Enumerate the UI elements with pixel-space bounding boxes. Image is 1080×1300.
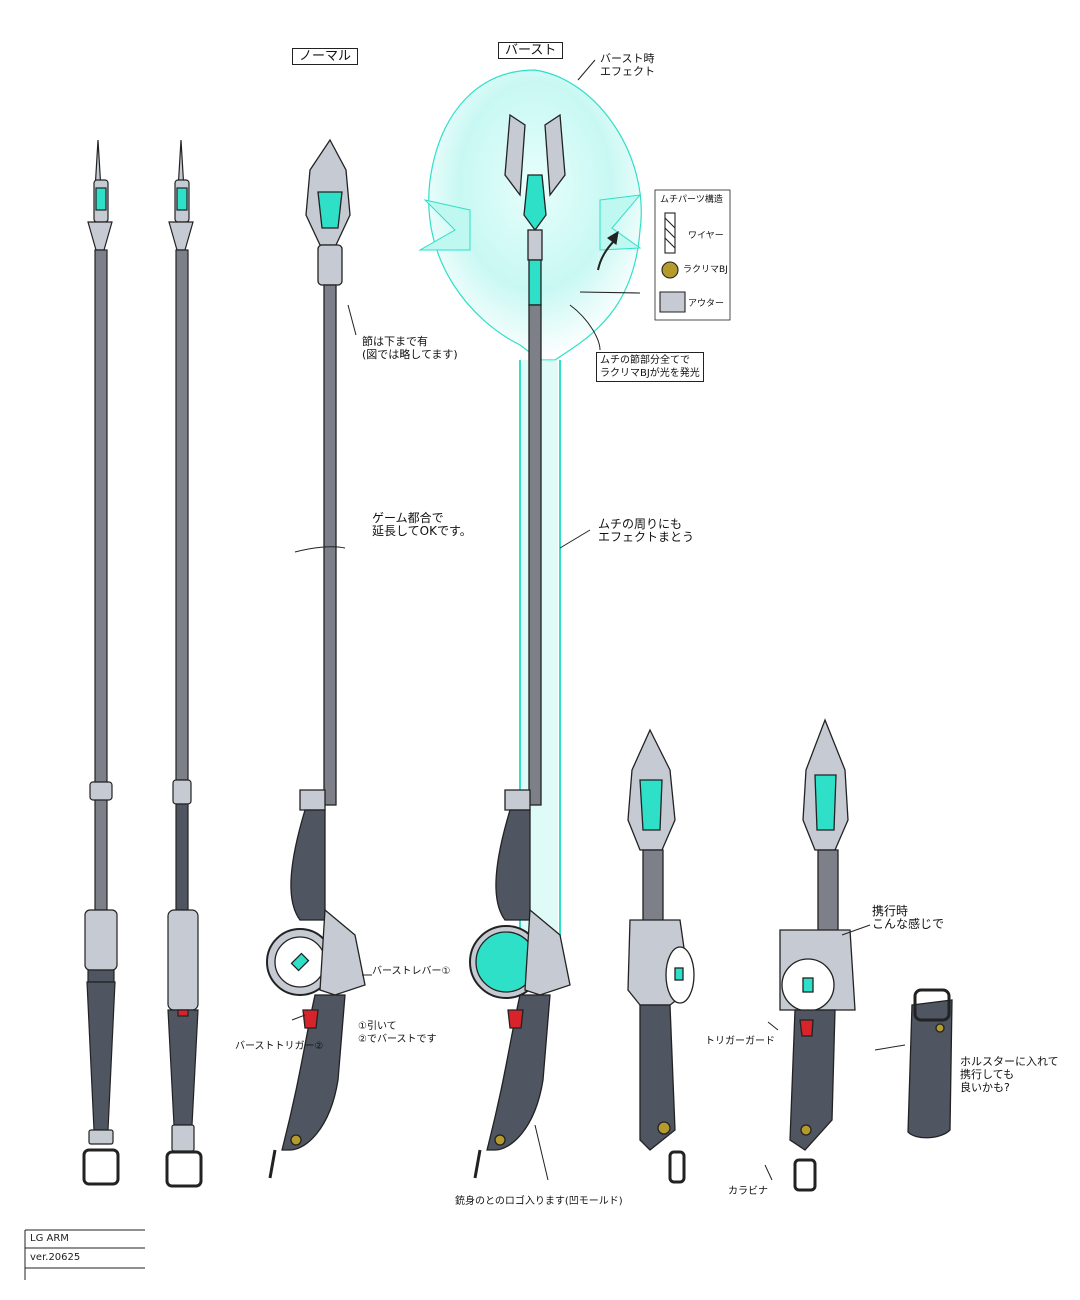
carry-view-left bbox=[627, 728, 695, 1184]
burst-label: バースト bbox=[498, 42, 564, 59]
normal-label: ノーマル bbox=[292, 48, 359, 65]
holster bbox=[907, 988, 953, 1139]
front-view bbox=[82, 139, 120, 1186]
trigger-guard-label: トリガーガード bbox=[705, 1036, 775, 1047]
carry-note: 携行時 こんな感じで bbox=[872, 904, 945, 931]
grip-logo-note: 銃身のとのロゴ入ります(凹モールド) bbox=[455, 1196, 623, 1207]
leader-lines bbox=[291, 59, 906, 1181]
glow-note: ムチの節部分全てで ラクリマBJが光を発光 bbox=[596, 352, 704, 382]
pull-note: ①引いて ②でバーストです bbox=[358, 1021, 437, 1045]
stamp-title: LG ARM bbox=[30, 1233, 69, 1244]
holster-note: ホルスターに入れて 携行しても 良いかも? bbox=[960, 1055, 1059, 1094]
stamp-version: ver.20625 bbox=[30, 1252, 81, 1263]
whip-effect-note: ムチの周りにも エフェクトまとう bbox=[598, 517, 695, 544]
ball-label: ラクリマBJ bbox=[683, 265, 728, 275]
whip-parts-title: ムチパーツ構造 bbox=[660, 195, 723, 205]
back-view bbox=[165, 139, 203, 1188]
carry-view-right bbox=[779, 718, 856, 1192]
burst-effect-label: バースト時 エフェクト bbox=[600, 52, 655, 78]
burst-side-view bbox=[418, 69, 642, 1179]
wire-label: ワイヤー bbox=[688, 231, 724, 241]
extend-note: ゲーム都合で 延長してOKです。 bbox=[372, 511, 472, 538]
whip-parts-detail bbox=[579, 189, 731, 321]
burst-lever-label: バーストレバー① bbox=[372, 966, 451, 977]
stamp-frame bbox=[24, 1229, 145, 1280]
normal-side-view bbox=[266, 138, 366, 1179]
carabiner-label: カラビナ bbox=[728, 1186, 768, 1197]
burst-trigger-label: バーストトリガー② bbox=[235, 1041, 324, 1052]
outer-label: アウター bbox=[688, 299, 725, 309]
segment-note: 節は下まで有 (図では略してます) bbox=[362, 335, 458, 361]
